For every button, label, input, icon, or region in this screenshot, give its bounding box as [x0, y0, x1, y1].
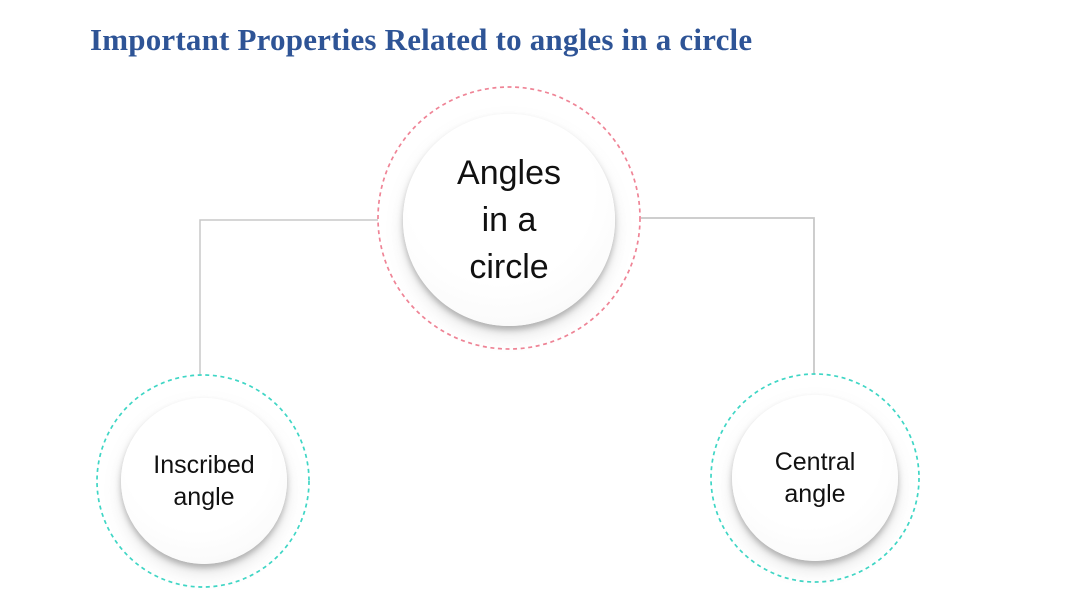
central-dashed-ring [710, 373, 920, 583]
node-label-line: circle [469, 247, 549, 286]
node-inscribed-angle[interactable]: Inscribed angle [121, 398, 287, 564]
node-label-line: in a [481, 200, 537, 239]
page-title: Important Properties Related to angles i… [90, 22, 753, 57]
node-label-line: Angles [457, 153, 561, 192]
connector-root-to-central [641, 217, 815, 374]
node-label-line: angle [784, 480, 846, 508]
node-label-line: angle [173, 483, 235, 511]
node-central-angle[interactable]: Central angle [732, 395, 898, 561]
inscribed-dashed-ring [96, 374, 310, 588]
connector-root-to-inscribed [199, 219, 378, 375]
node-angles-in-a-circle[interactable]: Angles in a circle [403, 114, 615, 326]
node-label-line: Central [774, 448, 856, 476]
node-label-line: Inscribed [153, 451, 255, 479]
root-dashed-ring [377, 86, 641, 350]
